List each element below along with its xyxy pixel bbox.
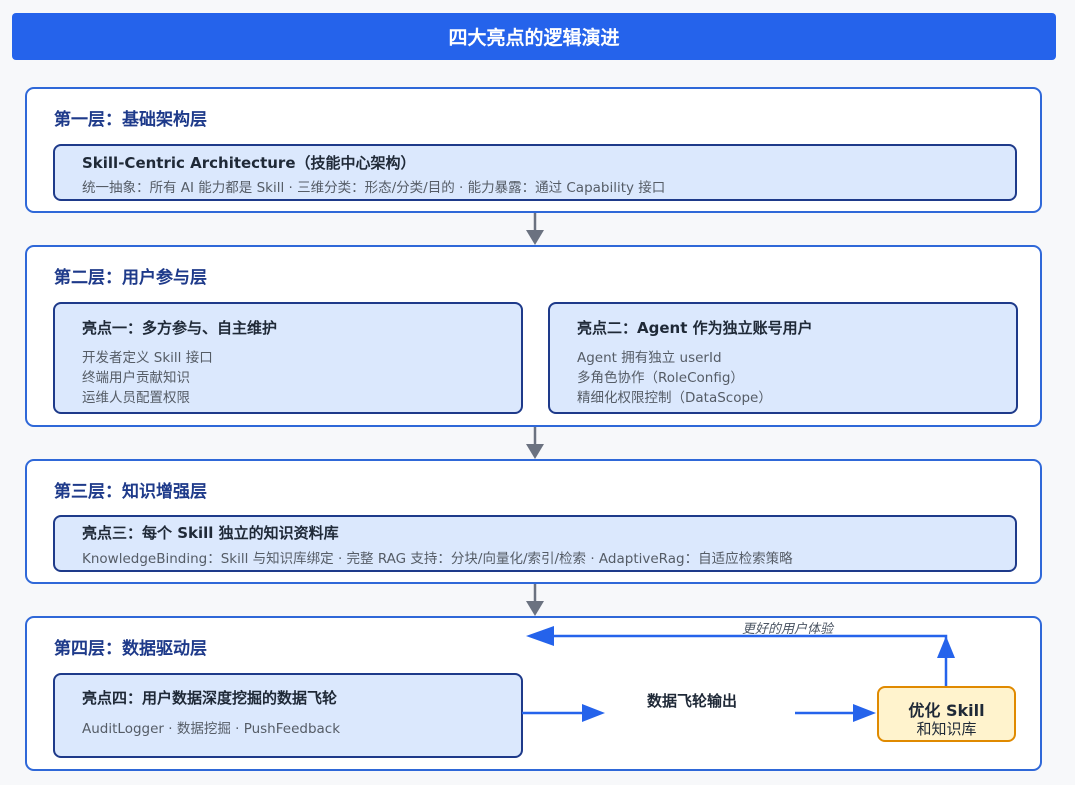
card-line: 开发者定义 Skill 接口 bbox=[82, 350, 213, 366]
layer-1-infrastructure: 第一层：基础架构层 Skill-Centric Architecture（技能中… bbox=[25, 87, 1042, 213]
arrow-layer1-to-layer2 bbox=[526, 213, 544, 245]
arrow-layer2-to-layer3 bbox=[526, 427, 544, 459]
layer-4-title: 第四层：数据驱动层 bbox=[54, 639, 207, 659]
optimize-skill-box: 优化 Skill 和知识库 bbox=[877, 686, 1016, 742]
card-title: 亮点三：每个 Skill 独立的知识资料库 bbox=[82, 524, 339, 542]
card-line: 运维人员配置权限 bbox=[82, 390, 190, 406]
arrow-layer3-to-layer4 bbox=[526, 584, 544, 616]
card-line: Agent 拥有独立 userId bbox=[577, 350, 722, 366]
card-line: 统一抽象：所有 AI 能力都是 Skill · 三维分类：形态/分类/目的 · … bbox=[82, 180, 666, 196]
highlight-3-card: 亮点三：每个 Skill 独立的知识资料库 KnowledgeBinding：S… bbox=[53, 515, 1017, 572]
card-line: AuditLogger · 数据挖掘 · PushFeedback bbox=[82, 721, 341, 737]
layer-4-data-driven: 第四层：数据驱动层 亮点四：用户数据深度挖掘的数据飞轮 AuditLogger … bbox=[25, 616, 1042, 771]
card-line: 终端用户贡献知识 bbox=[82, 370, 190, 386]
card-title: 亮点四：用户数据深度挖掘的数据飞轮 bbox=[82, 689, 338, 707]
feedback-loop-arrow bbox=[526, 626, 955, 686]
flywheel-output-label: 数据飞轮输出 bbox=[647, 692, 738, 710]
layer-2-title: 第二层：用户参与层 bbox=[54, 268, 207, 288]
skill-centric-card: Skill-Centric Architecture（技能中心架构） 统一抽象：… bbox=[53, 144, 1017, 201]
highlight-4-card: 亮点四：用户数据深度挖掘的数据飞轮 AuditLogger · 数据挖掘 · P… bbox=[53, 673, 523, 758]
optimize-line-2: 和知识库 bbox=[916, 720, 977, 738]
card-line: KnowledgeBinding：Skill 与知识库绑定 · 完整 RAG 支… bbox=[82, 551, 793, 567]
card-title: 亮点一：多方参与、自主维护 bbox=[82, 319, 278, 337]
loop-label: 更好的用户体验 bbox=[742, 622, 834, 637]
arrow-highlight4-to-output bbox=[522, 704, 605, 722]
highlight-1-card: 亮点一：多方参与、自主维护 开发者定义 Skill 接口 终端用户贡献知识 运维… bbox=[53, 302, 523, 414]
diagram-title: 四大亮点的逻辑演进 bbox=[12, 13, 1056, 60]
card-title: Skill-Centric Architecture（技能中心架构） bbox=[82, 154, 416, 172]
layer-1-title: 第一层：基础架构层 bbox=[54, 110, 207, 130]
highlight-2-card: 亮点二：Agent 作为独立账号用户 Agent 拥有独立 userId 多角色… bbox=[548, 302, 1018, 414]
arrow-output-to-optimize bbox=[795, 704, 876, 722]
card-title: 亮点二：Agent 作为独立账号用户 bbox=[577, 319, 813, 337]
layer-3-knowledge: 第三层：知识增强层 亮点三：每个 Skill 独立的知识资料库 Knowledg… bbox=[25, 459, 1042, 584]
layer-3-title: 第三层：知识增强层 bbox=[54, 482, 207, 502]
layer-2-user-participation: 第二层：用户参与层 亮点一：多方参与、自主维护 开发者定义 Skill 接口 终… bbox=[25, 245, 1042, 427]
card-line: 精细化权限控制（DataScope） bbox=[577, 390, 772, 406]
optimize-line-1: 优化 Skill bbox=[908, 701, 985, 720]
card-line: 多角色协作（RoleConfig） bbox=[577, 370, 744, 386]
